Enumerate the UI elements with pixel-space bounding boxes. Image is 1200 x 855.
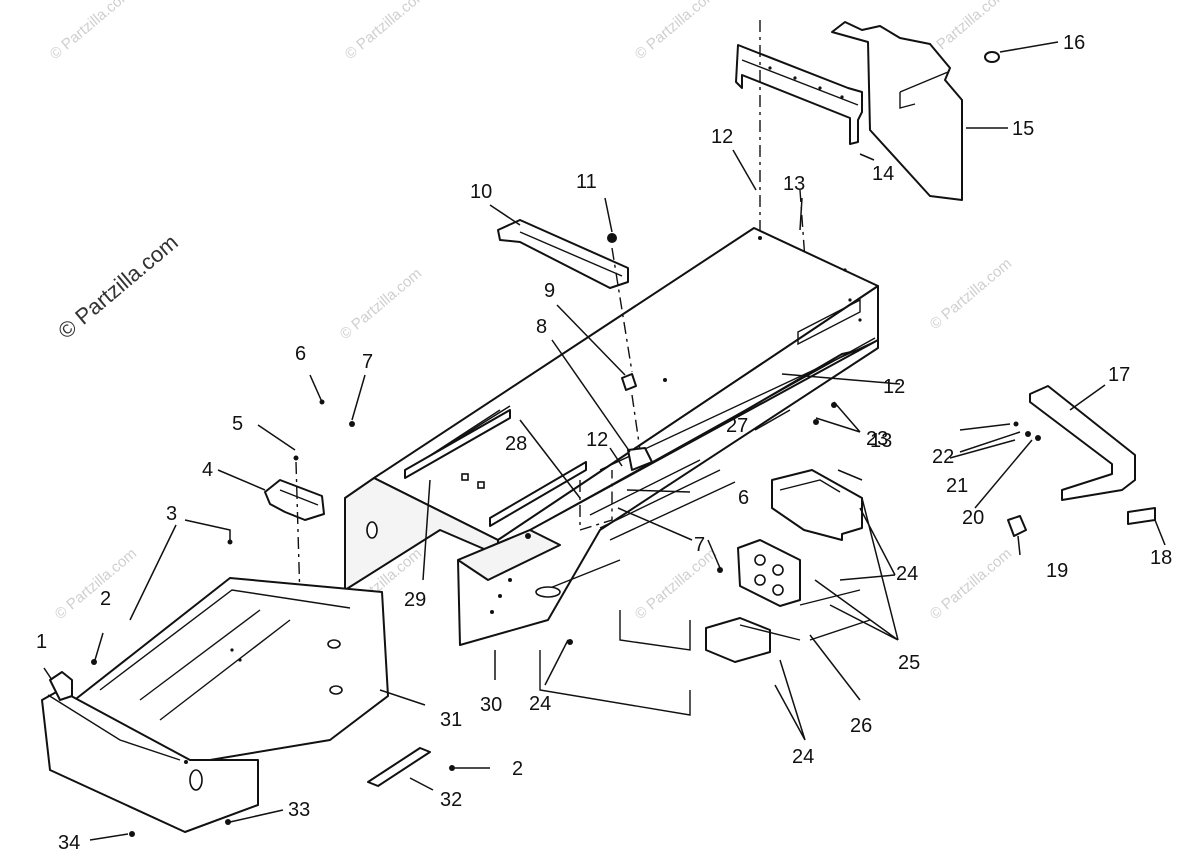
- callout-9: 9: [544, 280, 555, 302]
- callout-19: 19: [1046, 560, 1068, 582]
- part-19-cap: [1007, 515, 1027, 537]
- callout-23: 23: [866, 428, 888, 450]
- callout-15: 15: [1012, 118, 1034, 140]
- callout-30: 30: [480, 694, 502, 716]
- callout-34: 34: [58, 832, 80, 854]
- part-8-block: [627, 447, 653, 471]
- watermark: © Partzilla.com: [632, 545, 720, 623]
- part-15-snowflap: [831, 21, 963, 201]
- callout-10: 10: [470, 181, 492, 203]
- callout-14: 14: [872, 163, 894, 185]
- part-30-front-section: [457, 337, 879, 716]
- callout-33: 33: [288, 799, 310, 821]
- callout-24: 24: [529, 693, 551, 715]
- part-23-mount: [771, 469, 863, 541]
- watermark: © Partzilla.com: [927, 255, 1015, 333]
- callout-32: 32: [440, 789, 462, 811]
- callout-31: 31: [440, 709, 462, 731]
- callout-5: 5: [232, 413, 243, 435]
- callout-18: 18: [1150, 547, 1172, 569]
- callout-11: 11: [576, 171, 597, 193]
- part-16-clip: [984, 51, 1000, 63]
- callout-2: 2: [100, 588, 111, 610]
- part-28-rail: [489, 461, 587, 527]
- callout-28: 28: [505, 433, 527, 455]
- callout-20: 20: [962, 507, 984, 529]
- part-32-bracket: [367, 747, 431, 787]
- watermark: © Partzilla.com: [47, 0, 135, 63]
- callout-3: 3: [166, 503, 177, 525]
- callout-1: 1: [36, 631, 47, 653]
- callout-24: 24: [896, 563, 918, 585]
- callout-8: 8: [536, 316, 547, 338]
- part-4-bracket: [264, 479, 325, 521]
- callout-2: 2: [512, 758, 523, 780]
- callout-27: 27: [726, 415, 748, 437]
- brand-watermark: © Partzilla.com: [53, 229, 183, 343]
- part-14-rear-bracket: [735, 44, 863, 145]
- part-17-bumper-bar: [1029, 385, 1136, 501]
- callout-labels: 1 2 2 3 4 5 6 6 7 7 8 9 10 11 12 12 12 1…: [36, 32, 1172, 854]
- part-1-block: [49, 671, 73, 701]
- part-18-strip: [1127, 507, 1156, 525]
- callout-29: 29: [404, 589, 426, 611]
- watermark: © Partzilla.com: [632, 0, 720, 63]
- part-10-bracket: [497, 219, 629, 289]
- part-11-nut: [607, 233, 617, 243]
- callout-4: 4: [202, 459, 213, 481]
- watermark: © Partzilla.com: [342, 0, 430, 63]
- callout-7: 7: [362, 351, 373, 373]
- part-26-bracket: [705, 617, 801, 663]
- callout-26: 26: [850, 715, 872, 737]
- leader-lines: [43, 41, 1166, 841]
- callout-13: 13: [870, 430, 892, 452]
- callout-6: 6: [295, 343, 306, 365]
- callout-12: 12: [586, 429, 608, 451]
- fasteners: [91, 399, 1041, 837]
- callout-6: 6: [738, 487, 749, 509]
- callout-25: 25: [898, 652, 920, 674]
- watermark: © Partzilla.com: [52, 545, 140, 623]
- callout-16: 16: [1063, 32, 1085, 54]
- part-34-lower-frame: [41, 689, 259, 833]
- callout-7: 7: [694, 534, 705, 556]
- watermark: © Partzilla.com: [337, 265, 425, 343]
- watermark: © Partzilla.com: [927, 545, 1015, 623]
- part-29-rail: [404, 409, 511, 479]
- callout-17: 17: [1108, 364, 1130, 386]
- part-24-plate: [737, 539, 801, 607]
- part-9-grommet: [621, 373, 637, 391]
- callout-21: 21: [946, 475, 968, 497]
- callout-12: 12: [711, 126, 733, 148]
- callout-12: 12: [883, 376, 905, 398]
- callout-13: 13: [783, 173, 805, 195]
- callout-24: 24: [792, 746, 814, 768]
- callout-22: 22: [932, 446, 954, 468]
